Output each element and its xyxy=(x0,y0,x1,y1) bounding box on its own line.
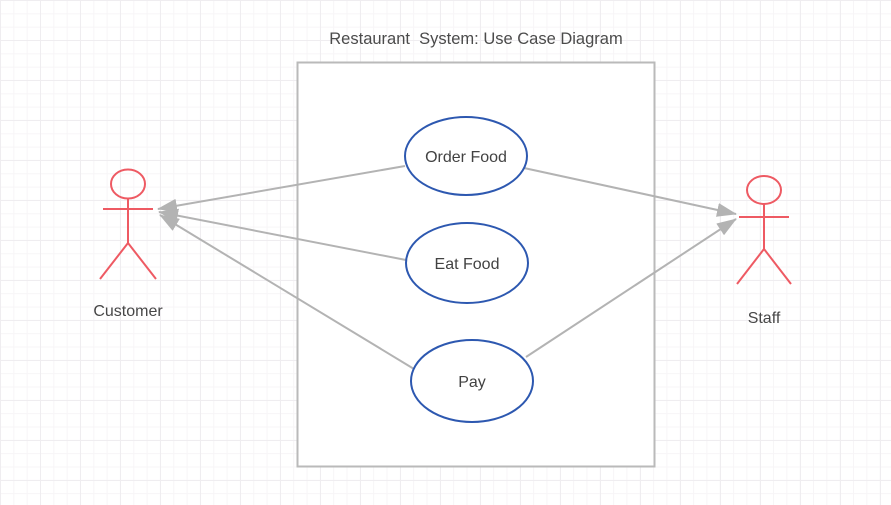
connector-order-food-staff[interactable] xyxy=(523,167,737,217)
use-case-label: Eat Food xyxy=(435,256,500,273)
use-case-ellipse[interactable] xyxy=(410,339,534,423)
connector-group xyxy=(157,165,737,370)
actor-leg-right xyxy=(127,242,157,280)
actor-staff[interactable]: Staff xyxy=(736,175,792,327)
use-case-order-food[interactable]: Order Food xyxy=(404,116,528,196)
use-case-ellipse[interactable] xyxy=(405,222,529,304)
actor-head xyxy=(746,175,782,205)
connector-pay-staff[interactable] xyxy=(525,218,737,358)
use-case-ellipse[interactable] xyxy=(404,116,528,196)
connector-order-food-customer[interactable] xyxy=(157,165,406,213)
actor-leg-right xyxy=(763,248,792,285)
connector-eat-food-customer[interactable] xyxy=(158,208,407,261)
actor-customer[interactable]: Customer xyxy=(93,168,163,321)
actor-leg-left xyxy=(99,242,129,280)
actor-label: Staff xyxy=(748,310,781,327)
actor-label: Customer xyxy=(93,303,163,320)
use-case-pay[interactable]: Pay xyxy=(410,339,534,423)
use-case-label: Pay xyxy=(458,374,486,391)
actor-head xyxy=(110,168,146,200)
use-case-label: Order Food xyxy=(425,149,507,166)
actor-leg-left xyxy=(736,248,765,285)
connector-pay-customer[interactable] xyxy=(159,214,415,370)
use-case-eat-food[interactable]: Eat Food xyxy=(405,222,529,304)
diagram-title: Restaurant System: Use Case Diagram xyxy=(329,30,622,48)
